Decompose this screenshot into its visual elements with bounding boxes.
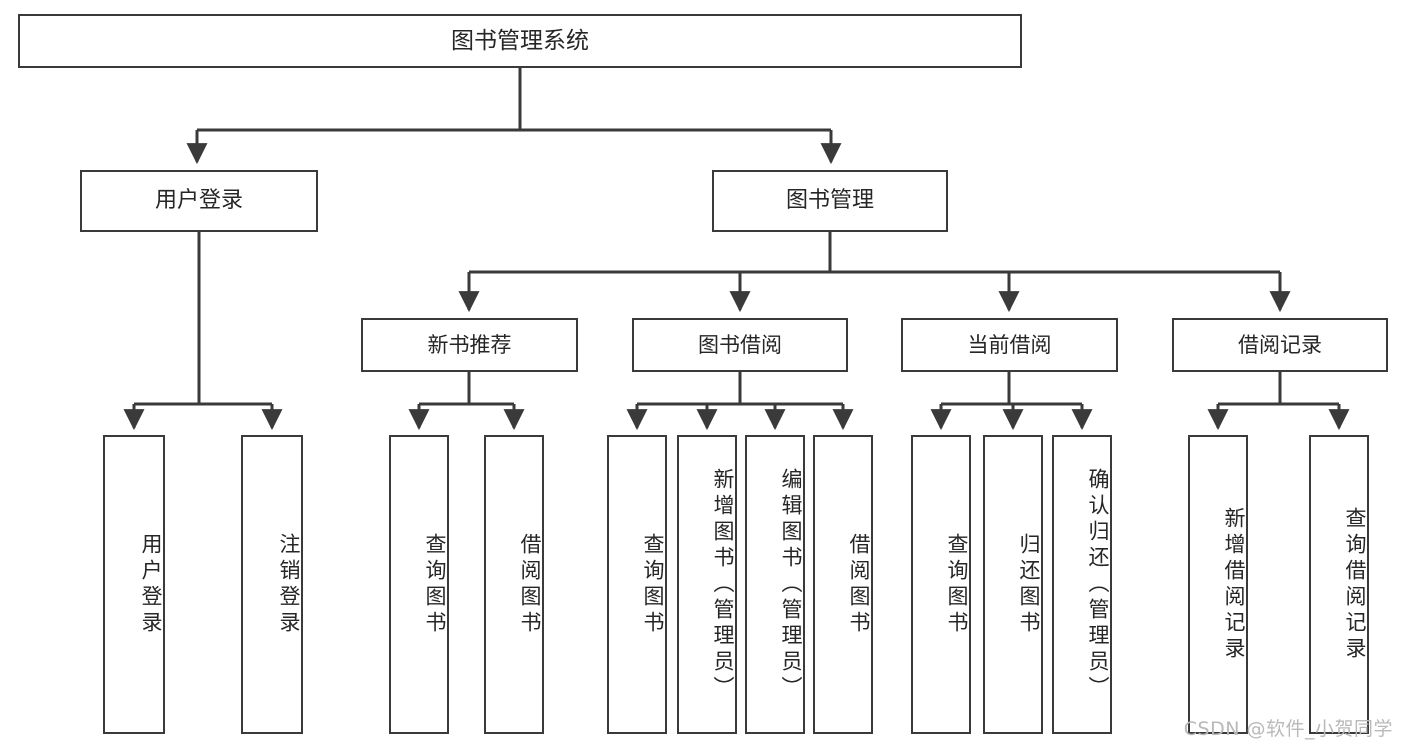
node-book-borrow[interactable]: 图书借阅 xyxy=(632,318,848,372)
node-book-borrow-label: 图书借阅 xyxy=(698,332,782,357)
node-borrow-record[interactable]: 借阅记录 xyxy=(1172,318,1388,372)
node-leaf-return-book-label: 归还图书 xyxy=(1017,532,1041,637)
node-leaf-query-book-1-label: 查询图书 xyxy=(423,532,447,637)
node-leaf-query-record[interactable]: 查询借阅记录 xyxy=(1309,435,1369,734)
node-book-manage-label: 图书管理 xyxy=(785,188,874,214)
node-borrow-record-label: 借阅记录 xyxy=(1238,332,1322,357)
node-leaf-user-logout-label: 注销登录 xyxy=(277,532,301,637)
node-root-label: 图书管理系统 xyxy=(451,27,589,54)
node-leaf-query-book-2[interactable]: 查询图书 xyxy=(607,435,667,734)
node-leaf-query-book-3[interactable]: 查询图书 xyxy=(911,435,971,734)
node-leaf-query-book-1[interactable]: 查询图书 xyxy=(389,435,449,734)
node-leaf-confirm-return-label: 确认归还（管理员） xyxy=(1086,467,1110,702)
node-current-borrow-label: 当前借阅 xyxy=(967,332,1052,357)
node-leaf-user-logout[interactable]: 注销登录 xyxy=(241,435,303,734)
node-leaf-edit-book[interactable]: 编辑图书（管理员） xyxy=(745,435,805,734)
node-leaf-query-record-label: 查询借阅记录 xyxy=(1343,506,1367,663)
node-leaf-edit-book-label: 编辑图书（管理员） xyxy=(779,467,803,702)
node-leaf-query-book-3-label: 查询图书 xyxy=(945,532,969,637)
node-user-login-label: 用户登录 xyxy=(154,188,243,214)
node-leaf-user-login-label: 用户登录 xyxy=(139,532,163,637)
node-leaf-add-record-label: 新增借阅记录 xyxy=(1222,506,1246,663)
node-new-book-recommend[interactable]: 新书推荐 xyxy=(361,318,578,372)
node-current-borrow[interactable]: 当前借阅 xyxy=(901,318,1118,372)
node-leaf-borrow-book-2-label: 借阅图书 xyxy=(847,532,871,637)
node-leaf-confirm-return[interactable]: 确认归还（管理员） xyxy=(1052,435,1112,734)
csdn-watermark: CSDN @软件_小贺同学 xyxy=(1183,718,1393,740)
node-leaf-return-book[interactable]: 归还图书 xyxy=(983,435,1043,734)
node-leaf-borrow-book-1-label: 借阅图书 xyxy=(518,532,542,637)
node-leaf-borrow-book-2[interactable]: 借阅图书 xyxy=(813,435,873,734)
node-book-manage[interactable]: 图书管理 xyxy=(712,170,948,232)
node-root[interactable]: 图书管理系统 xyxy=(18,14,1022,68)
node-user-login[interactable]: 用户登录 xyxy=(80,170,318,232)
node-leaf-add-book-label: 新增图书（管理员） xyxy=(711,467,735,702)
node-leaf-borrow-book-1[interactable]: 借阅图书 xyxy=(484,435,544,734)
node-leaf-user-login[interactable]: 用户登录 xyxy=(103,435,165,734)
node-leaf-query-book-2-label: 查询图书 xyxy=(641,532,665,637)
node-new-book-recommend-label: 新书推荐 xyxy=(427,332,512,357)
node-leaf-add-book[interactable]: 新增图书（管理员） xyxy=(677,435,737,734)
node-leaf-add-record[interactable]: 新增借阅记录 xyxy=(1188,435,1248,734)
